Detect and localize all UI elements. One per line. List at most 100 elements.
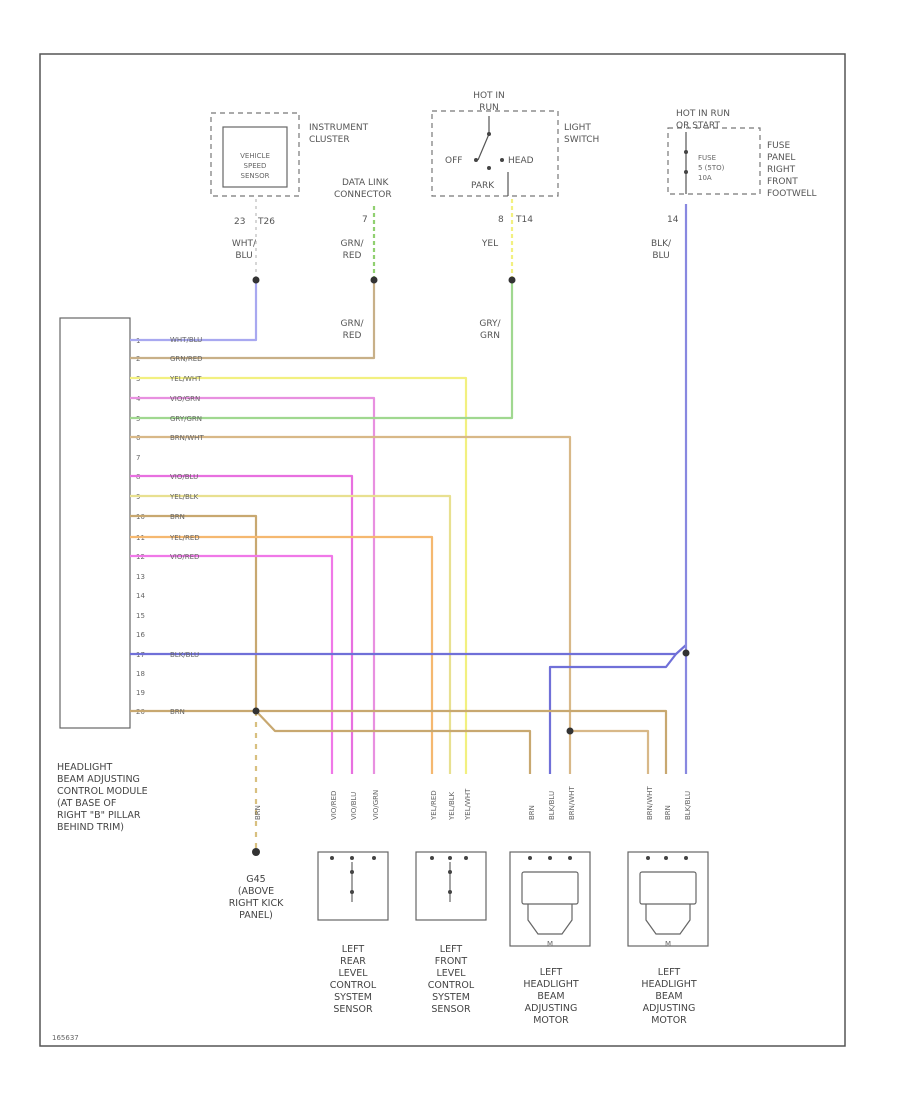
dlc-wire-top-1: GRN/ bbox=[341, 239, 365, 249]
motor2-label-2: HEADLIGHT bbox=[641, 979, 697, 990]
wire-pin8-vio-blu bbox=[130, 474, 354, 774]
instrument-cluster-title-1: INSTRUMENT bbox=[309, 123, 369, 133]
rear-sensor-label-4: CONTROL bbox=[330, 980, 377, 991]
motor2-wire-2: BRN bbox=[664, 805, 672, 820]
module-pin-19: 19 bbox=[136, 689, 145, 697]
wire-label-pin17: BLK/BLU bbox=[170, 651, 199, 659]
front-sensor-label-1: LEFT bbox=[440, 944, 463, 955]
fuse-label-1: FUSE bbox=[698, 154, 716, 162]
component-wire-labels: VIO/RED VIO/BLU VIO/GRN YEL/RED YEL/BLK … bbox=[330, 786, 692, 821]
fuse-panel-title-4: FRONT bbox=[767, 177, 798, 187]
front-sensor-label-2: FRONT bbox=[435, 956, 468, 967]
motor1-wire-2: BLK/BLU bbox=[548, 791, 556, 820]
light-switch-wire-top: YEL bbox=[481, 239, 498, 249]
module-pin-16: 16 bbox=[136, 631, 145, 639]
wire-label-pin8: VIO/BLU bbox=[170, 473, 198, 481]
footer-code: 165637 bbox=[52, 1034, 79, 1042]
ground-label-2: (ABOVE bbox=[238, 886, 274, 897]
data-link-connector: DATA LINK CONNECTOR 7 GRN/ RED GRN/ RED bbox=[334, 178, 392, 341]
wire-motor2-brn-wht bbox=[570, 729, 650, 774]
ground-label-3: RIGHT KICK bbox=[229, 898, 284, 909]
module-label-2: BEAM ADJUSTING bbox=[57, 774, 140, 785]
vss-label-2: SPEED bbox=[244, 162, 267, 170]
fuse-wire-2: BLU bbox=[652, 251, 669, 261]
splice-dots bbox=[252, 276, 690, 856]
wire-label-pin12: VIO/RED bbox=[170, 553, 199, 561]
fuse-panel-title-5: FOOTWELL bbox=[767, 189, 816, 199]
light-switch-wire-bottom-1: GRY/ bbox=[479, 319, 501, 329]
motor2-label-5: MOTOR bbox=[651, 1015, 687, 1026]
rear-wire-2: VIO/BLU bbox=[350, 792, 358, 820]
wire-pin11-yel-red bbox=[130, 535, 434, 774]
module-label-6: BEHIND TRIM) bbox=[57, 822, 124, 833]
fuse-label-3: 10A bbox=[698, 174, 712, 182]
wire-label-pin20: BRN bbox=[170, 708, 185, 716]
fuse-panel: HOT IN RUN OR START FUSE 5 (5TO) 10A FUS… bbox=[651, 109, 817, 261]
wire-text-labels: WHT/BLU GRN/RED YEL/WHT VIO/GRN GRY/GRN … bbox=[169, 336, 204, 716]
rear-wire-3: VIO/GRN bbox=[372, 790, 380, 820]
dlc-pin: 7 bbox=[362, 215, 368, 225]
ground-g45: BRN G45 (ABOVE RIGHT KICK PANEL) bbox=[229, 805, 284, 921]
motor1-wire-1: BRN bbox=[528, 805, 536, 820]
light-switch-title-1: LIGHT bbox=[564, 123, 591, 133]
fuse-hot-2: OR START bbox=[676, 121, 720, 131]
instrument-cluster-wire-2: BLU bbox=[235, 251, 252, 261]
module-pin-7: 7 bbox=[136, 454, 140, 462]
wire-pin4-vio-grn bbox=[130, 396, 376, 774]
module-label-4: (AT BASE OF bbox=[57, 798, 116, 809]
wires bbox=[130, 196, 688, 852]
wire-pin1-wht-blu bbox=[130, 279, 258, 342]
dlc-wire-top-2: RED bbox=[343, 251, 362, 261]
motor2-label-1: LEFT bbox=[658, 967, 681, 978]
wire-pin20-brn bbox=[130, 709, 668, 774]
motor1-label-5: MOTOR bbox=[533, 1015, 569, 1026]
motor2-wire-1: BRN/WHT bbox=[646, 786, 654, 820]
module-pin-13: 13 bbox=[136, 573, 145, 581]
motor1-label-3: BEAM bbox=[537, 991, 564, 1002]
left-rear-level-sensor: LEFT REAR LEVEL CONTROL SYSTEM SENSOR bbox=[317, 851, 389, 1015]
left-headlight-beam-adjusting-motor-2: M LEFT HEADLIGHT BEAM ADJUSTING MOTOR bbox=[627, 851, 709, 1026]
light-switch-off: OFF bbox=[445, 156, 462, 166]
fuse-wire-1: BLK/ bbox=[651, 239, 672, 249]
front-sensor-label-5: SYSTEM bbox=[432, 992, 470, 1003]
light-switch-hot-2: RUN bbox=[479, 103, 499, 113]
wire-label-pin5: GRY/GRN bbox=[170, 415, 202, 423]
fuse-panel-title-2: PANEL bbox=[767, 153, 795, 163]
motor1-wire-3: BRN/WHT bbox=[568, 786, 576, 820]
front-sensor-label-3: LEVEL bbox=[436, 968, 466, 979]
fuse-panel-title-1: FUSE bbox=[767, 141, 790, 151]
module-label: HEADLIGHT BEAM ADJUSTING CONTROL MODULE … bbox=[57, 762, 148, 833]
wire-pin3-yel-wht bbox=[130, 376, 468, 774]
light-switch-wire-bottom-2: GRN bbox=[480, 331, 500, 341]
dlc-wire-bottom-1: GRN/ bbox=[341, 319, 365, 329]
module-pin-18: 18 bbox=[136, 670, 145, 678]
ground-label-1: G45 bbox=[246, 874, 265, 885]
terminal-dots bbox=[330, 856, 688, 860]
light-switch-connector: T14 bbox=[515, 215, 533, 225]
module-label-3: CONTROL MODULE bbox=[57, 786, 148, 797]
wire-pin10-brn bbox=[130, 514, 258, 711]
wire-label-pin4: VIO/GRN bbox=[170, 395, 200, 403]
front-sensor-label-6: SENSOR bbox=[431, 1004, 471, 1015]
light-switch-hot-1: HOT IN bbox=[473, 91, 505, 101]
rear-sensor-label-5: SYSTEM bbox=[334, 992, 372, 1003]
instrument-cluster-title-2: CLUSTER bbox=[309, 135, 350, 145]
light-switch: HOT IN RUN OFF HEAD PARK LIGHT SWITCH 8 … bbox=[431, 91, 599, 341]
module-label-1: HEADLIGHT bbox=[57, 762, 113, 773]
wire-pin9-yel-blk bbox=[130, 494, 452, 774]
fuse-hot-1: HOT IN RUN bbox=[676, 109, 730, 119]
light-switch-park: PARK bbox=[471, 181, 495, 191]
vss-label-1: VEHICLE bbox=[240, 152, 270, 160]
instrument-cluster-wire-1: WHT/ bbox=[232, 239, 257, 249]
module-pin-14: 14 bbox=[136, 592, 145, 600]
wire-motor1-brn bbox=[255, 710, 532, 774]
motor1-label-2: HEADLIGHT bbox=[523, 979, 579, 990]
left-front-level-sensor: LEFT FRONT LEVEL CONTROL SYSTEM SENSOR bbox=[415, 851, 487, 1015]
wire-pin6-brn-wht bbox=[130, 435, 572, 774]
diagram-border bbox=[39, 53, 846, 1047]
front-wire-1: YEL/RED bbox=[430, 790, 438, 821]
front-wire-2: YEL/BLK bbox=[448, 791, 456, 821]
